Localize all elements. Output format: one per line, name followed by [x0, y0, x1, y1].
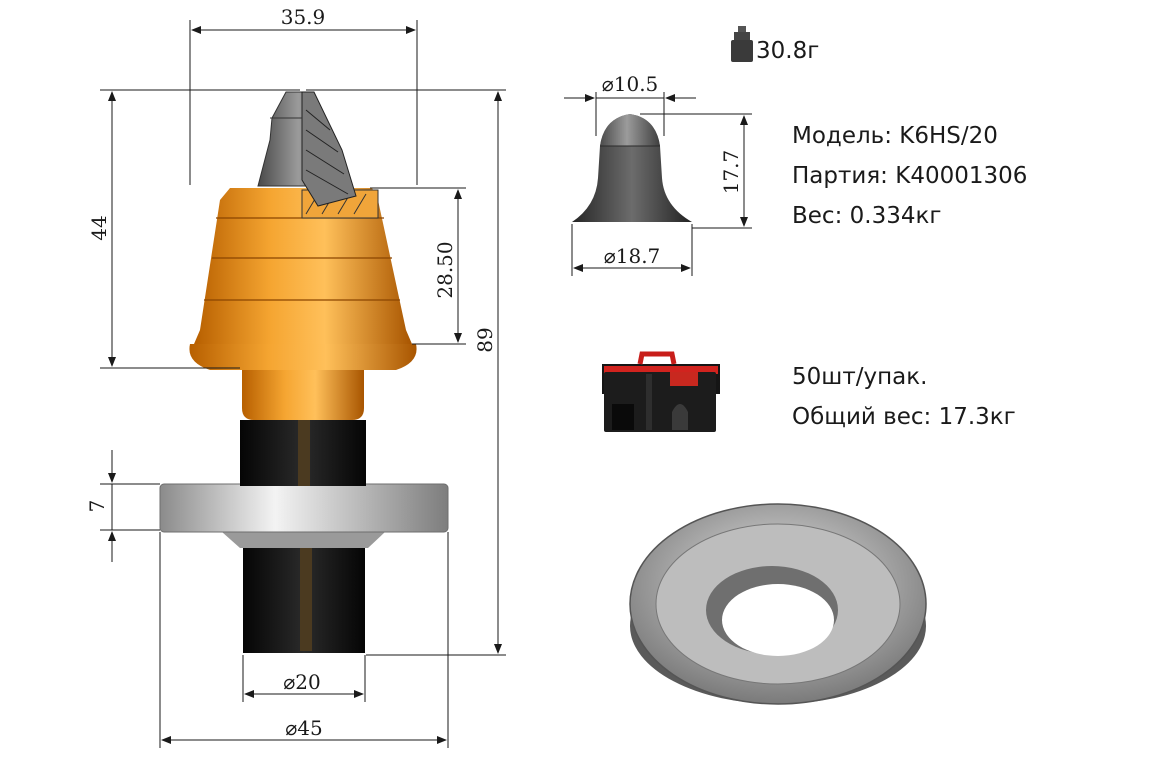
tip-cap: [600, 114, 660, 146]
section-hatch: [305, 193, 367, 215]
dim-tip-height: 17.7: [719, 150, 743, 195]
main-part: [159, 91, 449, 653]
weight-label: Вес: 0.334кг: [792, 203, 941, 229]
dim-total-height: 89: [473, 327, 497, 352]
batch-label: Партия: K40001306: [792, 163, 1027, 189]
tip-detail: ⌀10.5 17.7 ⌀18.7: [564, 72, 752, 276]
collar: [189, 344, 417, 370]
collar-neck: [242, 368, 364, 420]
tip-weight: 30.8г: [756, 38, 819, 64]
package-total-weight: Общий вес: 17.3кг: [792, 404, 1016, 430]
package-qty: 50шт/упак.: [792, 364, 927, 390]
dim-collar-height: 28.50: [433, 241, 457, 298]
dim-washer-diameter: ⌀45: [285, 716, 323, 740]
washer-ring: [629, 503, 927, 705]
shank-slot: [300, 548, 312, 651]
package-box-icon: [602, 351, 720, 432]
dim-tip-top-diameter: ⌀10.5: [602, 72, 659, 96]
tip-section-hatch: [305, 109, 349, 195]
model-label: Модель: K6HS/20: [792, 123, 998, 149]
dim-washer-thickness: 7: [85, 500, 109, 513]
body: [194, 188, 412, 344]
dim-shank-diameter: ⌀20: [283, 670, 321, 694]
dim-head-height: 44: [87, 215, 111, 240]
tip-section: [301, 91, 357, 207]
dim-tip-base-diameter: ⌀18.7: [604, 244, 661, 268]
dim-top-width: 35.9: [281, 5, 326, 29]
upper-shank-slot: [298, 420, 310, 486]
weight-icon: [731, 26, 753, 62]
washer-cone: [222, 532, 385, 548]
washer: [159, 483, 449, 533]
main-dimensions: 35.9 44 28.50 89 7 ⌀20 ⌀45: [85, 5, 506, 748]
